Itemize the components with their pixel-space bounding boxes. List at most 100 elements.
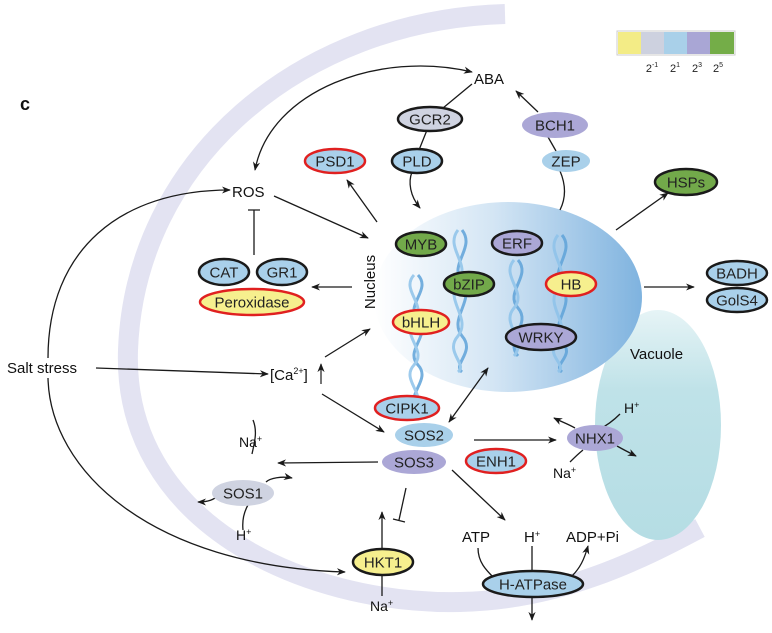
gene-nhx1-label: NHX1 [575,431,615,448]
edge-calcium-sos2 [321,393,385,433]
hatpase-h-ion-label: H+ [524,529,540,546]
edge-nhx1-na-out [616,445,637,457]
edge-nucleus-sos2 [448,367,489,423]
gene-bzip[interactable]: bZIP [442,270,496,298]
legend-tick-1: 21 [670,62,680,75]
legend-tick-0: 2-1 [646,62,658,75]
gene-badh-label: BADH [716,266,758,283]
sos1-na-ion-label: Na+ [239,434,262,450]
edge-nucleus-hsps [615,192,669,231]
gene-pld[interactable]: PLD [390,147,444,175]
gene-sos3[interactable]: SOS3 [382,450,446,474]
legend-swatch-2 [664,32,687,54]
gene-zep[interactable]: ZEP [542,150,590,172]
gene-peroxidase-label: Peroxidase [214,295,289,312]
ros-label: ROS [232,184,265,201]
dna-helix-icon [552,234,564,374]
dna-helix-icon [556,234,568,374]
edge-sos3-sos1 [277,459,379,467]
edge-nhx1-h-out [553,417,576,429]
edge-aba-gcr2 [442,83,473,109]
edge-atp-hatpase [477,547,495,579]
gene-cat[interactable]: CAT [197,257,251,287]
edge-nhx1-na-in [569,449,584,463]
gene-hsps-label: HSPs [667,175,705,192]
hkt1-na-ion-label: Na+ [370,598,393,614]
gene-sos2-label: SOS2 [404,428,444,445]
edge-zep-nucleus [559,170,566,211]
gene-psd1-label: PSD1 [315,154,354,171]
gene-gr1-label: GR1 [267,265,298,282]
gene-wrky[interactable]: WRKY [504,322,578,352]
dna-helix-icon [452,229,464,374]
gene-hb-label: HB [561,277,582,294]
edge-salt-ros [47,186,231,359]
gene-psd1[interactable]: PSD1 [303,147,367,175]
legend-swatch-4 [710,32,734,54]
edge-calcium-nucleus [324,328,371,358]
gene-zep-label: ZEP [551,154,580,171]
edge-ros-nucleus [273,195,369,239]
aba-label: ABA [474,71,504,88]
nhx1-na-ion-label: Na+ [553,465,576,481]
gene-enh1[interactable]: ENH1 [464,447,528,475]
gene-badh[interactable]: BADH [705,259,769,287]
gene-hb[interactable]: HB [544,270,598,298]
salt-stress-label: Salt stress [7,360,77,377]
gene-gcr2[interactable]: GCR2 [396,105,464,133]
edge-ros-aba [252,65,473,171]
calcium-label: [Ca2+] [270,366,308,384]
gene-gcr2-label: GCR2 [409,112,451,129]
gene-sos1-label: SOS1 [223,486,263,503]
nhx1-h-ion-label: H+ [624,400,639,416]
atp-label: ATP [462,529,490,546]
gene-cipk1[interactable]: CIPK1 [373,394,441,422]
legend-tick-2: 23 [692,62,702,75]
gene-sos1[interactable]: SOS1 [212,480,274,506]
adp-pi-label: ADP+Pi [566,529,619,546]
gene-myb[interactable]: MYB [394,230,448,258]
gene-peroxidase[interactable]: Peroxidase [198,287,306,317]
edge-sos1-na-in [251,419,257,455]
gene-wrky-label: WRKY [519,330,564,347]
gene-bch1[interactable]: BCH1 [522,112,588,138]
gene-gols4[interactable]: GolS4 [705,286,769,314]
dna-helix-icon [408,273,420,410]
dna-helix-icon [412,273,424,410]
gene-gols4-label: GolS4 [716,293,758,310]
gene-erf[interactable]: ERF [490,229,544,257]
vacuole-label: Vacuole [630,346,683,363]
edge-hatpase-adp [571,545,590,577]
edge-sos1-na-out [265,472,293,483]
edges [47,65,695,621]
edge-sos3-hatpase [451,469,506,521]
gene-sos3-label: SOS3 [394,455,434,472]
gene-cipk1-label: CIPK1 [385,401,428,418]
edge-sos3-inhibits-hkt1 [392,487,407,523]
edge-nucleus-psd1 [346,179,378,223]
gene-enh1-label: ENH1 [476,454,516,471]
gene-sos2[interactable]: SOS2 [395,423,453,447]
edge-pld-nucleus [409,171,421,209]
edge-antioxidant-inhibits-ros [248,209,260,255]
gene-bhlh[interactable]: bHLH [391,308,451,336]
nucleus-label: Nucleus [362,255,379,309]
gene-nhx1[interactable]: NHX1 [567,425,623,451]
edge-salt-hkt1 [47,377,346,576]
gene-h-atpase-label: H-ATPase [499,577,567,594]
gene-bhlh-label: bHLH [402,315,440,332]
gene-hkt1[interactable]: HKT1 [351,547,415,577]
gene-erf-label: ERF [502,236,532,253]
gene-h-atpase[interactable]: H-ATPase [481,569,585,599]
dna-helix-icon [456,229,468,374]
vacuole [595,310,721,540]
gene-gr1[interactable]: GR1 [255,257,309,287]
gene-myb-label: MYB [405,237,438,254]
legend-swatch-0 [618,32,641,54]
gene-cat-label: CAT [210,265,239,282]
panel-letter: c [20,94,30,114]
nodes: ABA ROS GCR2 PLD BCH1 ZEP PSD1 H [7,71,769,614]
legend-swatch-3 [687,32,710,54]
gene-hsps[interactable]: HSPs [653,167,719,197]
